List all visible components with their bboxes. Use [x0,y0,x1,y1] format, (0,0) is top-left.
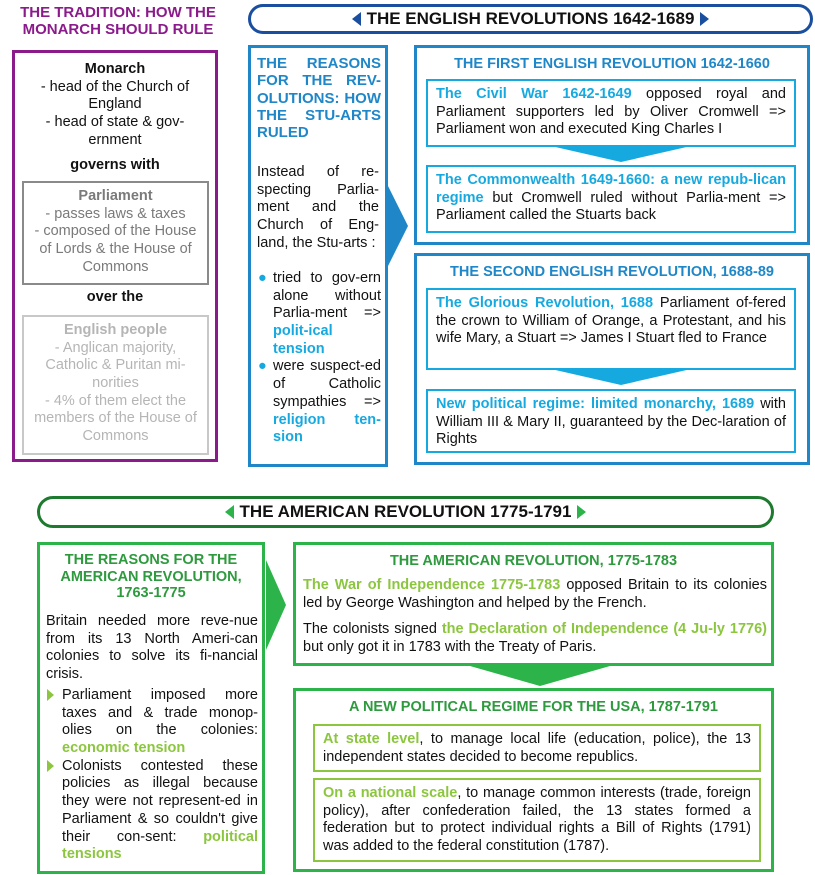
bullet-arrow-icon [47,759,54,772]
american-reason-item: Colonists contested these policies as il… [46,758,258,864]
english-banner-title: THE ENGLISH REVOLUTIONS 1642-1689 [366,8,695,28]
down-arrow-icon [470,666,610,686]
limited-monarchy-highlight: New political regime: limited monarchy, … [436,396,755,412]
civil-war-highlight: The Civil War 1642-1649 [436,86,632,102]
english-people-box: English people - Anglican majority, Cath… [22,315,209,455]
commonwealth-highlight: The Commonwealth 1649-1660: a new repub-… [436,172,786,206]
declaration-highlight: the Declaration of Independence (4 Ju-ly… [441,621,767,637]
left-triangle-icon [224,505,234,519]
declaration-body: but only got it in 1783 with the Treaty … [303,638,597,655]
bullet-icon: ● [258,358,267,375]
monarch-item: - head of state & gov-ernment [45,114,185,148]
american-reasons-box: THE REASONS FOR THE AMERICAN REVOLUTION,… [37,542,265,874]
american-reasons-intro: Britain needed more reve-nue from its 13… [46,613,258,683]
monarch-item: - head of the Church of England [40,78,190,113]
glorious-revolution-box: The Glorious Revolution, 1688 Parliament… [426,288,796,370]
parliament-box: Parliament - passes laws & taxes - compo… [22,181,209,285]
english-reasons-intro: Instead of re-specting Parlia-ment and t… [257,164,379,251]
state-level-box: At state level, to manage local life (ed… [313,724,761,772]
governs-with-label: governs with [70,157,160,173]
war-of-independence-body: opposed Britain to its colonies led by G… [303,577,767,611]
american-banner-title: THE AMERICAN REVOLUTION 1775-1791 [239,501,572,521]
second-revolution-box: THE SECOND ENGLISH REVOLUTION, 1688-89 T… [414,253,810,465]
state-level-highlight: At state level [323,731,420,747]
first-revolution-box: THE FIRST ENGLISH REVOLUTION 1642-1660 T… [414,45,810,245]
english-reasons-box: THE REASONS FOR THE REV-OLUTIONS: HOW TH… [248,45,388,467]
parliament-item: - passes laws & taxes [45,205,186,222]
state-level-text: , to manage local life (education, polic… [323,731,751,765]
tradition-title-line2: MONARCH SHOULD RULE [22,20,214,38]
glorious-revolution-text: Parliament of-fered the crown to William… [436,295,786,347]
arrow-right-icon [388,186,408,266]
bullet-arrow-icon [47,689,54,701]
american-reason-highlight: political tensions [62,828,258,863]
glorious-revolution-highlight: The Glorious Revolution, 1688 [436,295,654,311]
first-revolution-title: THE FIRST ENGLISH REVOLUTION 1642-1660 [454,56,770,72]
english-reasons-title: THE REASONS FOR THE REV-OLUTIONS: HOW TH… [257,55,381,141]
national-scale-text: , to manage common interests (trade, for… [323,785,751,855]
american-reason-item: Parliament imposed more taxes and & trad… [46,687,258,758]
tradition-title: THE TRADITION: HOW THE MONARCH SHOULD RU… [8,4,228,38]
commonwealth-box: The Commonwealth 1649-1660: a new repub-… [426,165,796,233]
english-reason-item: ● were suspect-ed of Catholic sympathies… [257,358,381,446]
down-arrow-icon [551,369,691,385]
over-the-label: over the [86,289,144,305]
national-scale-box: On a national scale, to manage common in… [313,778,761,862]
english-reason-text: tried to gov-ern alone without Parlia-me… [273,270,381,322]
american-banner: THE AMERICAN REVOLUTION 1775-1791 [37,496,774,528]
civil-war-box: The Civil War 1642-1649 opposed royal an… [426,79,796,147]
tradition-title-line1: THE TRADITION: HOW THE [20,4,216,21]
american-reason-highlight: economic tension [62,740,186,757]
limited-monarchy-text: with William III & Mary II, guaranteed b… [436,396,786,448]
tradition-box: Monarch - head of the Church of England … [12,50,218,462]
civil-war-text: opposed royal and Parliament supporters … [436,86,786,138]
war-of-independence-highlight: The War of Independence 1775-1783 [303,577,561,593]
monarch-section: Monarch - head of the Church of England … [15,61,215,149]
arrow-right-icon [266,560,286,650]
english-people-item: - Anglican majority, Catholic & Puritan … [45,339,186,392]
english-reason-item: ● tried to gov-ern alone without Parlia-… [257,270,381,358]
bullet-icon: ● [258,270,267,286]
english-people-label: English people [63,322,168,338]
parliament-item: - composed of the House of Lords & the H… [34,223,197,275]
right-triangle-icon [700,12,710,26]
american-revolution-title: THE AMERICAN REVOLUTION, 1775-1783 [389,553,678,569]
monarch-label: Monarch [84,61,146,77]
left-triangle-icon [351,12,361,26]
new-political-regime-box: A NEW POLITICAL REGIME FOR THE USA, 1787… [293,688,774,872]
right-triangle-icon [577,505,587,519]
english-people-item: - 4% of them elect the members of the Ho… [34,392,197,445]
american-reasons-title: THE REASONS FOR THE AMERICAN REVOLUTION,… [60,552,242,602]
english-reason-highlight: religion ten-sion [273,411,381,446]
declaration-body: The colonists signed [303,621,442,637]
american-reasons-list: Parliament imposed more taxes and & trad… [46,687,258,864]
american-reason-text: Colonists contested these policies as il… [62,757,258,845]
english-banner: THE ENGLISH REVOLUTIONS 1642-1689 [248,4,813,34]
english-reason-text: were suspect-ed of Catholic sympathies =… [273,358,381,410]
war-of-independence-text: The War of Independence 1775-1783 oppose… [303,577,767,612]
parliament-label: Parliament [78,188,153,204]
english-reason-highlight: polit-ical tension [273,323,333,357]
commonwealth-text: but Cromwell ruled without Parlia-ment =… [436,189,786,224]
down-arrow-icon [551,146,691,162]
national-scale-highlight: On a national scale [323,785,458,801]
limited-monarchy-box: New political regime: limited monarchy, … [426,389,796,453]
american-revolution-box: THE AMERICAN REVOLUTION, 1775-1783 The W… [293,542,774,666]
new-political-regime-title: A NEW POLITICAL REGIME FOR THE USA, 1787… [348,699,718,715]
english-reasons-list: ● tried to gov-ern alone without Parlia-… [257,270,381,447]
american-reason-text: Parliament imposed more taxes and & trad… [62,687,258,739]
second-revolution-title: THE SECOND ENGLISH REVOLUTION, 1688-89 [450,264,774,280]
declaration-text: The colonists signed the Declaration of … [303,621,767,656]
